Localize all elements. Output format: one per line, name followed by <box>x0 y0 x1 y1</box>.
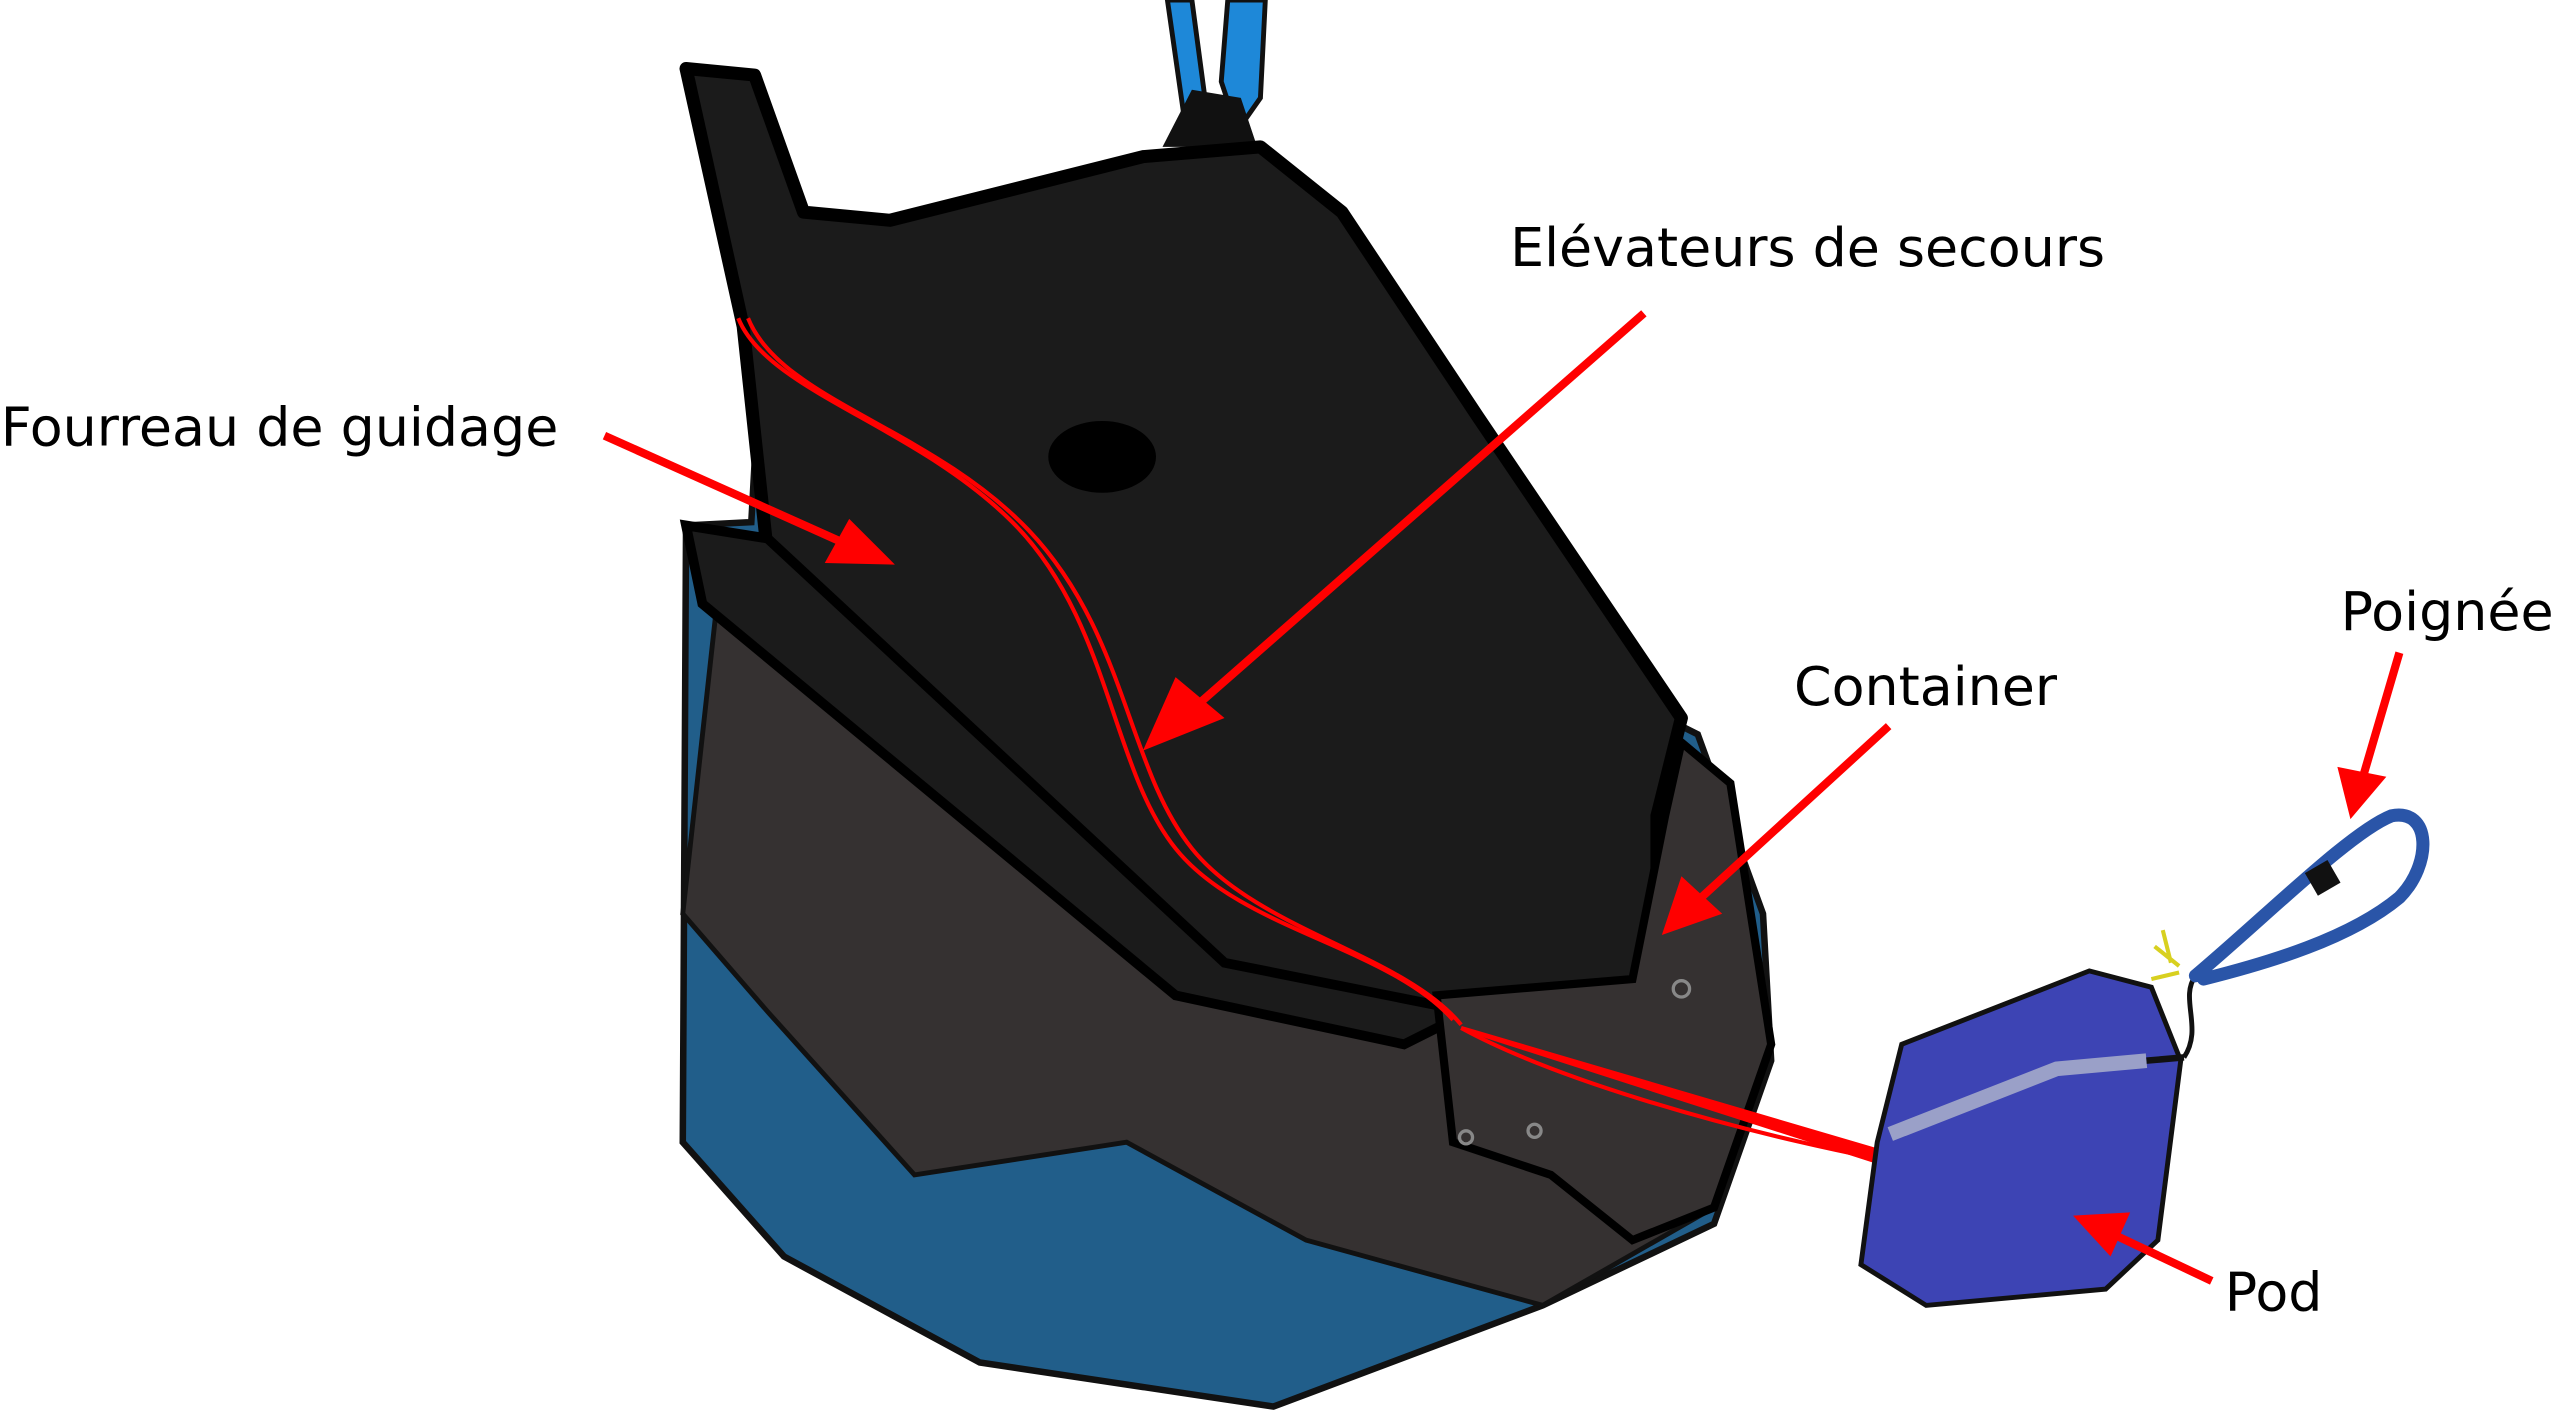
arrow-elevateurs <box>1189 310 1647 713</box>
label-container: Container <box>1794 655 2058 718</box>
arrow-fourreau <box>602 431 843 546</box>
harness-opening <box>1048 420 1156 493</box>
pod-illustration <box>1858 968 2185 1308</box>
arrow-poignee <box>2359 651 2404 777</box>
handle-illustration <box>2150 808 2430 1059</box>
label-poignee: Poignée <box>2341 580 2554 643</box>
arrows <box>602 310 2404 1285</box>
container-flap <box>1432 735 1776 1245</box>
risers-top <box>1162 0 1268 147</box>
arrow-pod <box>2116 1233 2214 1285</box>
label-elevateurs-de-secours: Elévateurs de secours <box>1510 216 2105 279</box>
label-pod: Pod <box>2225 1260 2323 1323</box>
label-fourreau-de-guidage: Fourreau de guidage <box>1 395 559 458</box>
arrow-container <box>1694 723 1892 904</box>
